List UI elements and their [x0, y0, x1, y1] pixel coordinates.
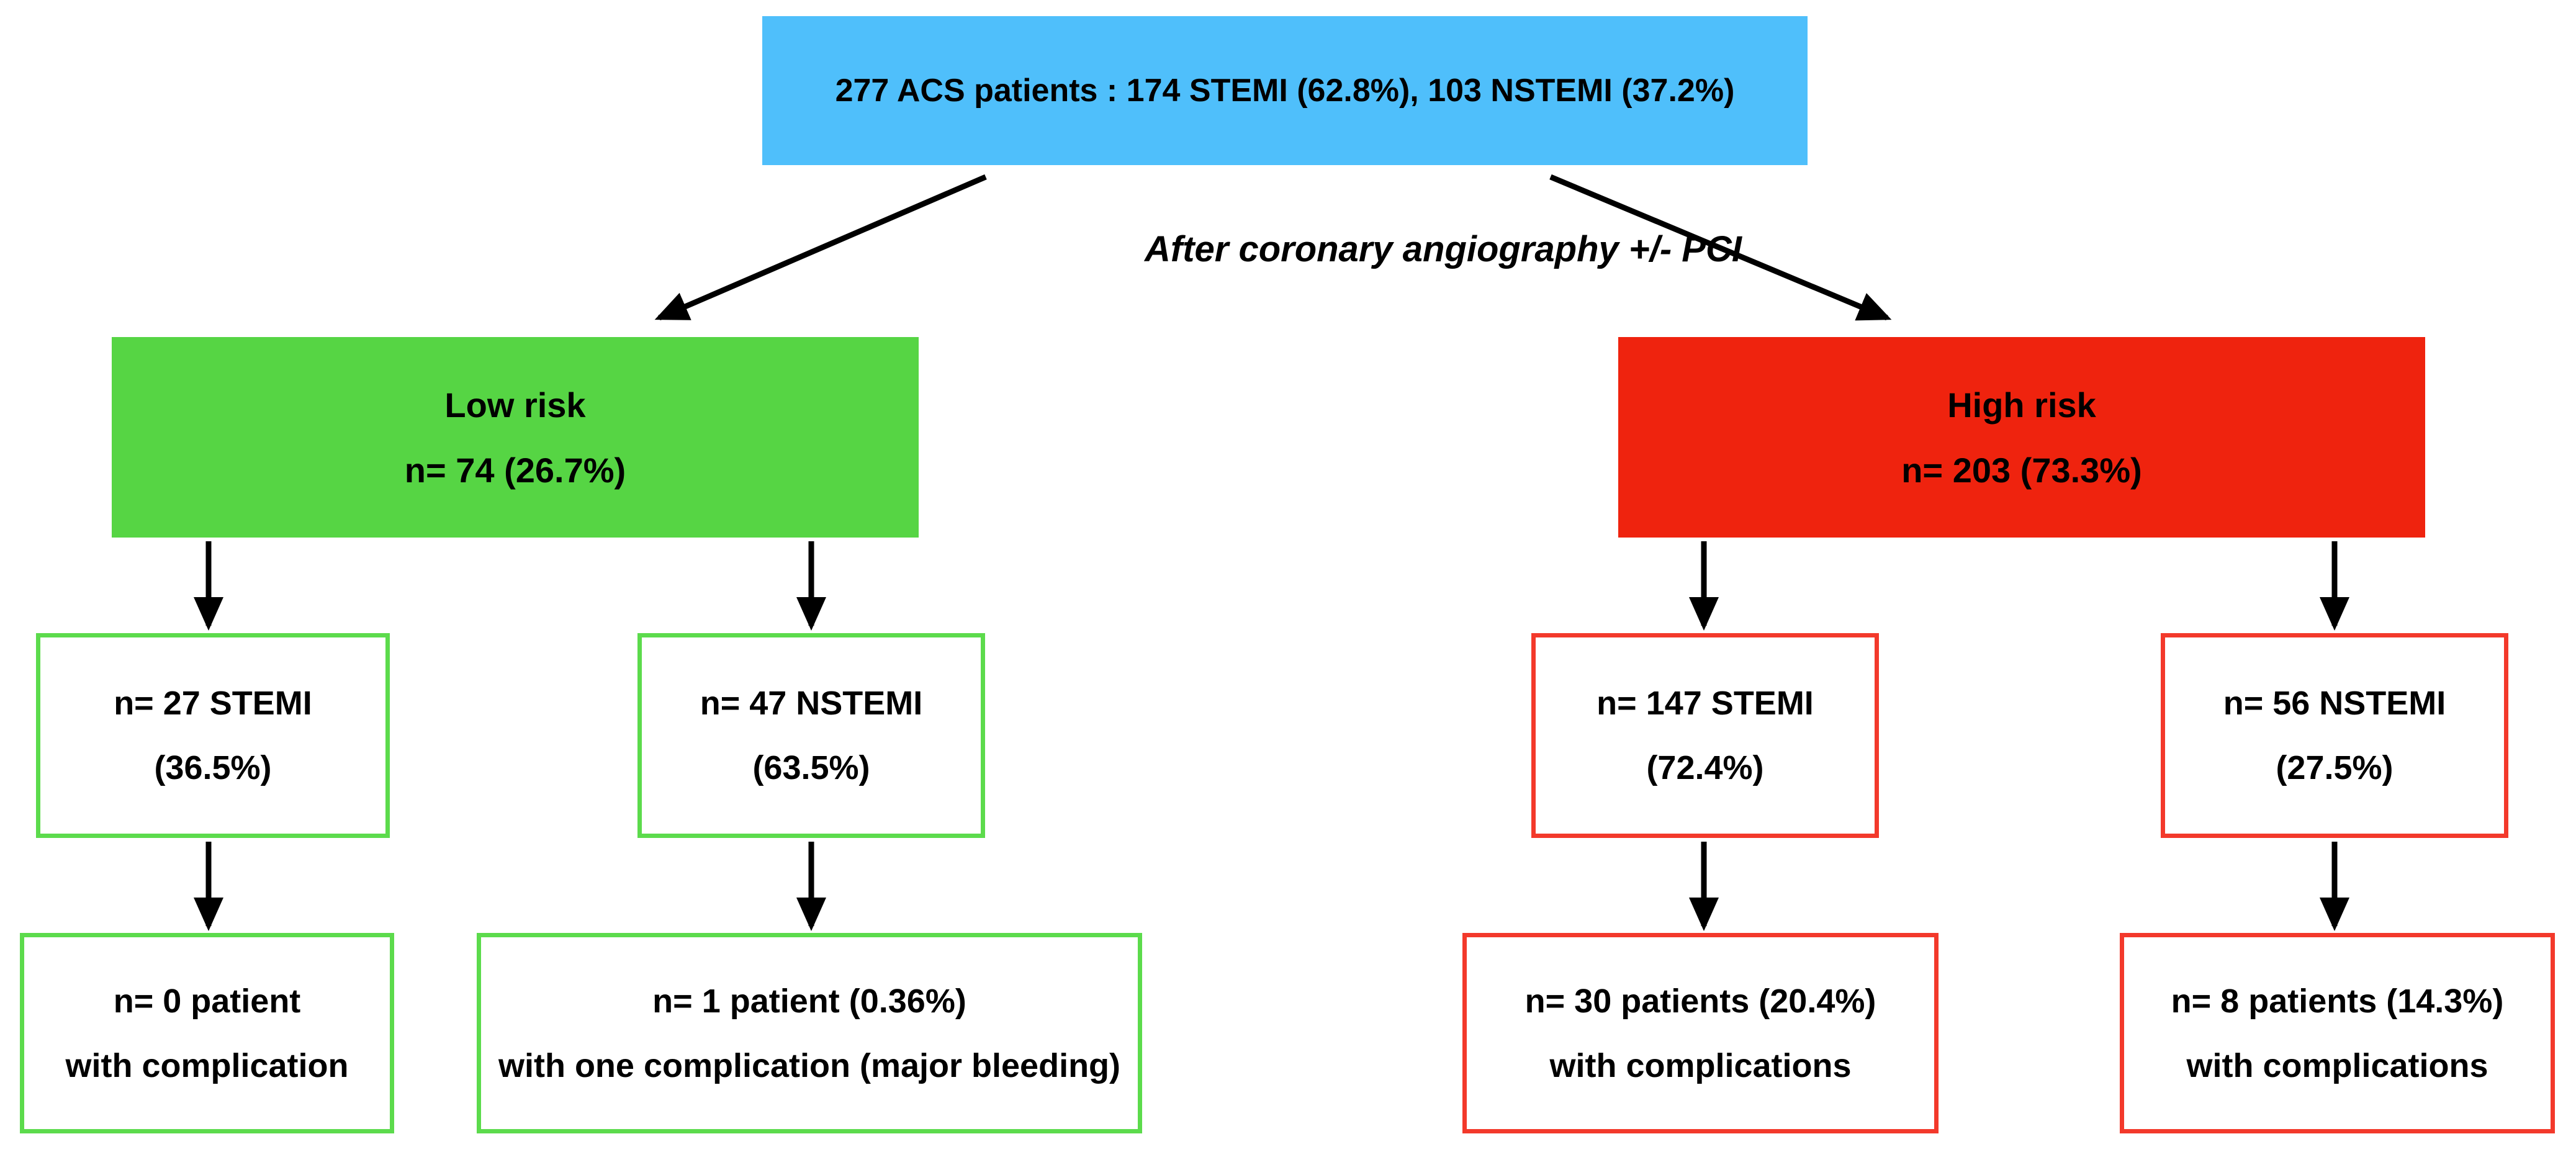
high-nstemi-count: n= 56 NSTEMI	[2223, 685, 2446, 722]
angiography-annotation: After coronary angiography +/- PCI	[1144, 229, 1742, 269]
low-risk-count: n= 74 (26.7%)	[404, 450, 626, 490]
high-nstemi-outcome-detail: with complications	[2186, 1047, 2488, 1084]
high-nstemi-outcome-count: n= 8 patients (14.3%)	[2171, 982, 2504, 1020]
root-box-label: 277 ACS patients : 174 STEMI (62.8%), 10…	[835, 73, 1735, 109]
low-risk-title: Low risk	[444, 385, 586, 425]
arrow-root-to-high-risk	[1549, 174, 1892, 321]
high-stemi-outcome-detail: with complications	[1549, 1047, 1852, 1084]
low-stemi-outcome-detail: with complication	[65, 1047, 349, 1084]
high-nstemi-outcome-box: n= 8 patients (14.3%) with complications	[2120, 933, 2555, 1133]
low-risk-box: Low risk n= 74 (26.7%)	[112, 337, 919, 538]
low-stemi-outcome-box: n= 0 patient with complication	[20, 933, 394, 1133]
high-stemi-count: n= 147 STEMI	[1596, 685, 1814, 722]
high-stemi-percent: (72.4%)	[1646, 749, 1764, 786]
low-nstemi-outcome-count: n= 1 patient (0.36%)	[652, 982, 966, 1020]
low-nstemi-outcome-detail: with one complication (major bleeding)	[498, 1047, 1121, 1084]
low-stemi-box: n= 27 STEMI (36.5%)	[36, 633, 390, 838]
high-risk-title: High risk	[1947, 385, 2096, 425]
high-stemi-outcome-box: n= 30 patients (20.4%) with complication…	[1462, 933, 1939, 1133]
low-stemi-outcome-count: n= 0 patient	[113, 982, 301, 1020]
low-nstemi-box: n= 47 NSTEMI (63.5%)	[637, 633, 985, 838]
high-stemi-box: n= 147 STEMI (72.4%)	[1531, 633, 1879, 838]
low-nstemi-outcome-box: n= 1 patient (0.36%) with one complicati…	[477, 933, 1142, 1133]
arrow-root-to-low-risk	[654, 174, 987, 321]
high-risk-box: High risk n= 203 (73.3%)	[1618, 337, 2425, 538]
high-nstemi-box: n= 56 NSTEMI (27.5%)	[2161, 633, 2508, 838]
low-stemi-percent: (36.5%)	[154, 749, 272, 786]
high-stemi-outcome-count: n= 30 patients (20.4%)	[1524, 982, 1876, 1020]
low-stemi-count: n= 27 STEMI	[114, 685, 312, 722]
low-nstemi-count: n= 47 NSTEMI	[700, 685, 923, 722]
low-nstemi-percent: (63.5%)	[752, 749, 870, 786]
root-box: 277 ACS patients : 174 STEMI (62.8%), 10…	[762, 16, 1808, 165]
high-nstemi-percent: (27.5%)	[2276, 749, 2394, 786]
high-risk-count: n= 203 (73.3%)	[1901, 450, 2142, 490]
